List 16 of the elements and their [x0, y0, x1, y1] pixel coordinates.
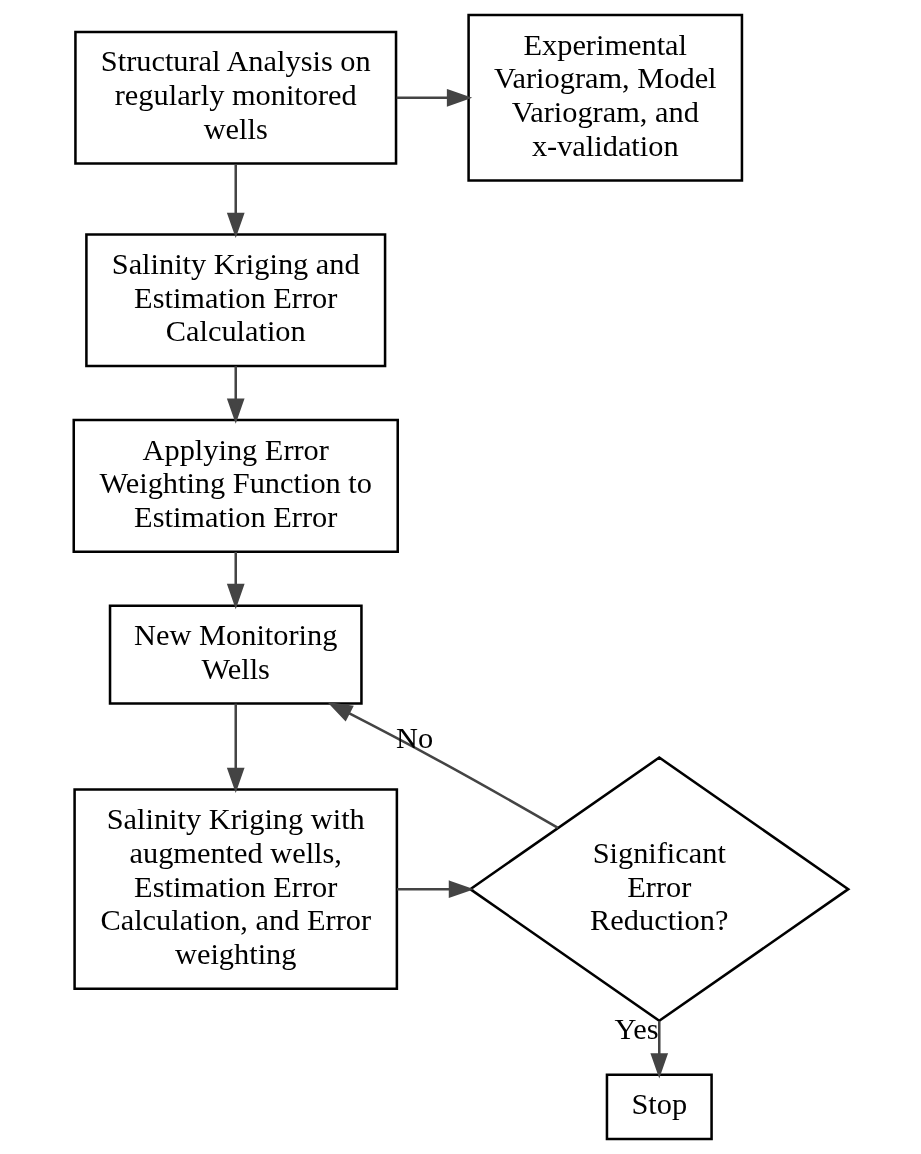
arrow	[649, 1021, 668, 1079]
node-box: Stop	[605, 1073, 713, 1141]
arrow	[226, 366, 245, 424]
node-box: Salinity Kriging and Estimation Error Calculation	[84, 233, 386, 368]
node-box: Salinity Kriging with augmented wells, Estimation Error Calculation, and Error weighting	[72, 788, 398, 990]
arrow	[396, 880, 474, 899]
node-box: Applying Error Weighting Function to Estimation Error	[72, 418, 399, 553]
edge-label: No	[395, 721, 433, 756]
node-box: New Monitoring Wells	[108, 604, 363, 705]
arrow	[326, 702, 559, 829]
node-box: Experimental Variogram, Model Variogram, and x-validation	[466, 13, 743, 182]
arrow	[226, 703, 245, 793]
arrow	[396, 88, 472, 107]
arrow	[226, 552, 245, 610]
node-box: Structural Analysis on regularly monitored wells	[73, 30, 397, 165]
arrow	[226, 164, 245, 239]
